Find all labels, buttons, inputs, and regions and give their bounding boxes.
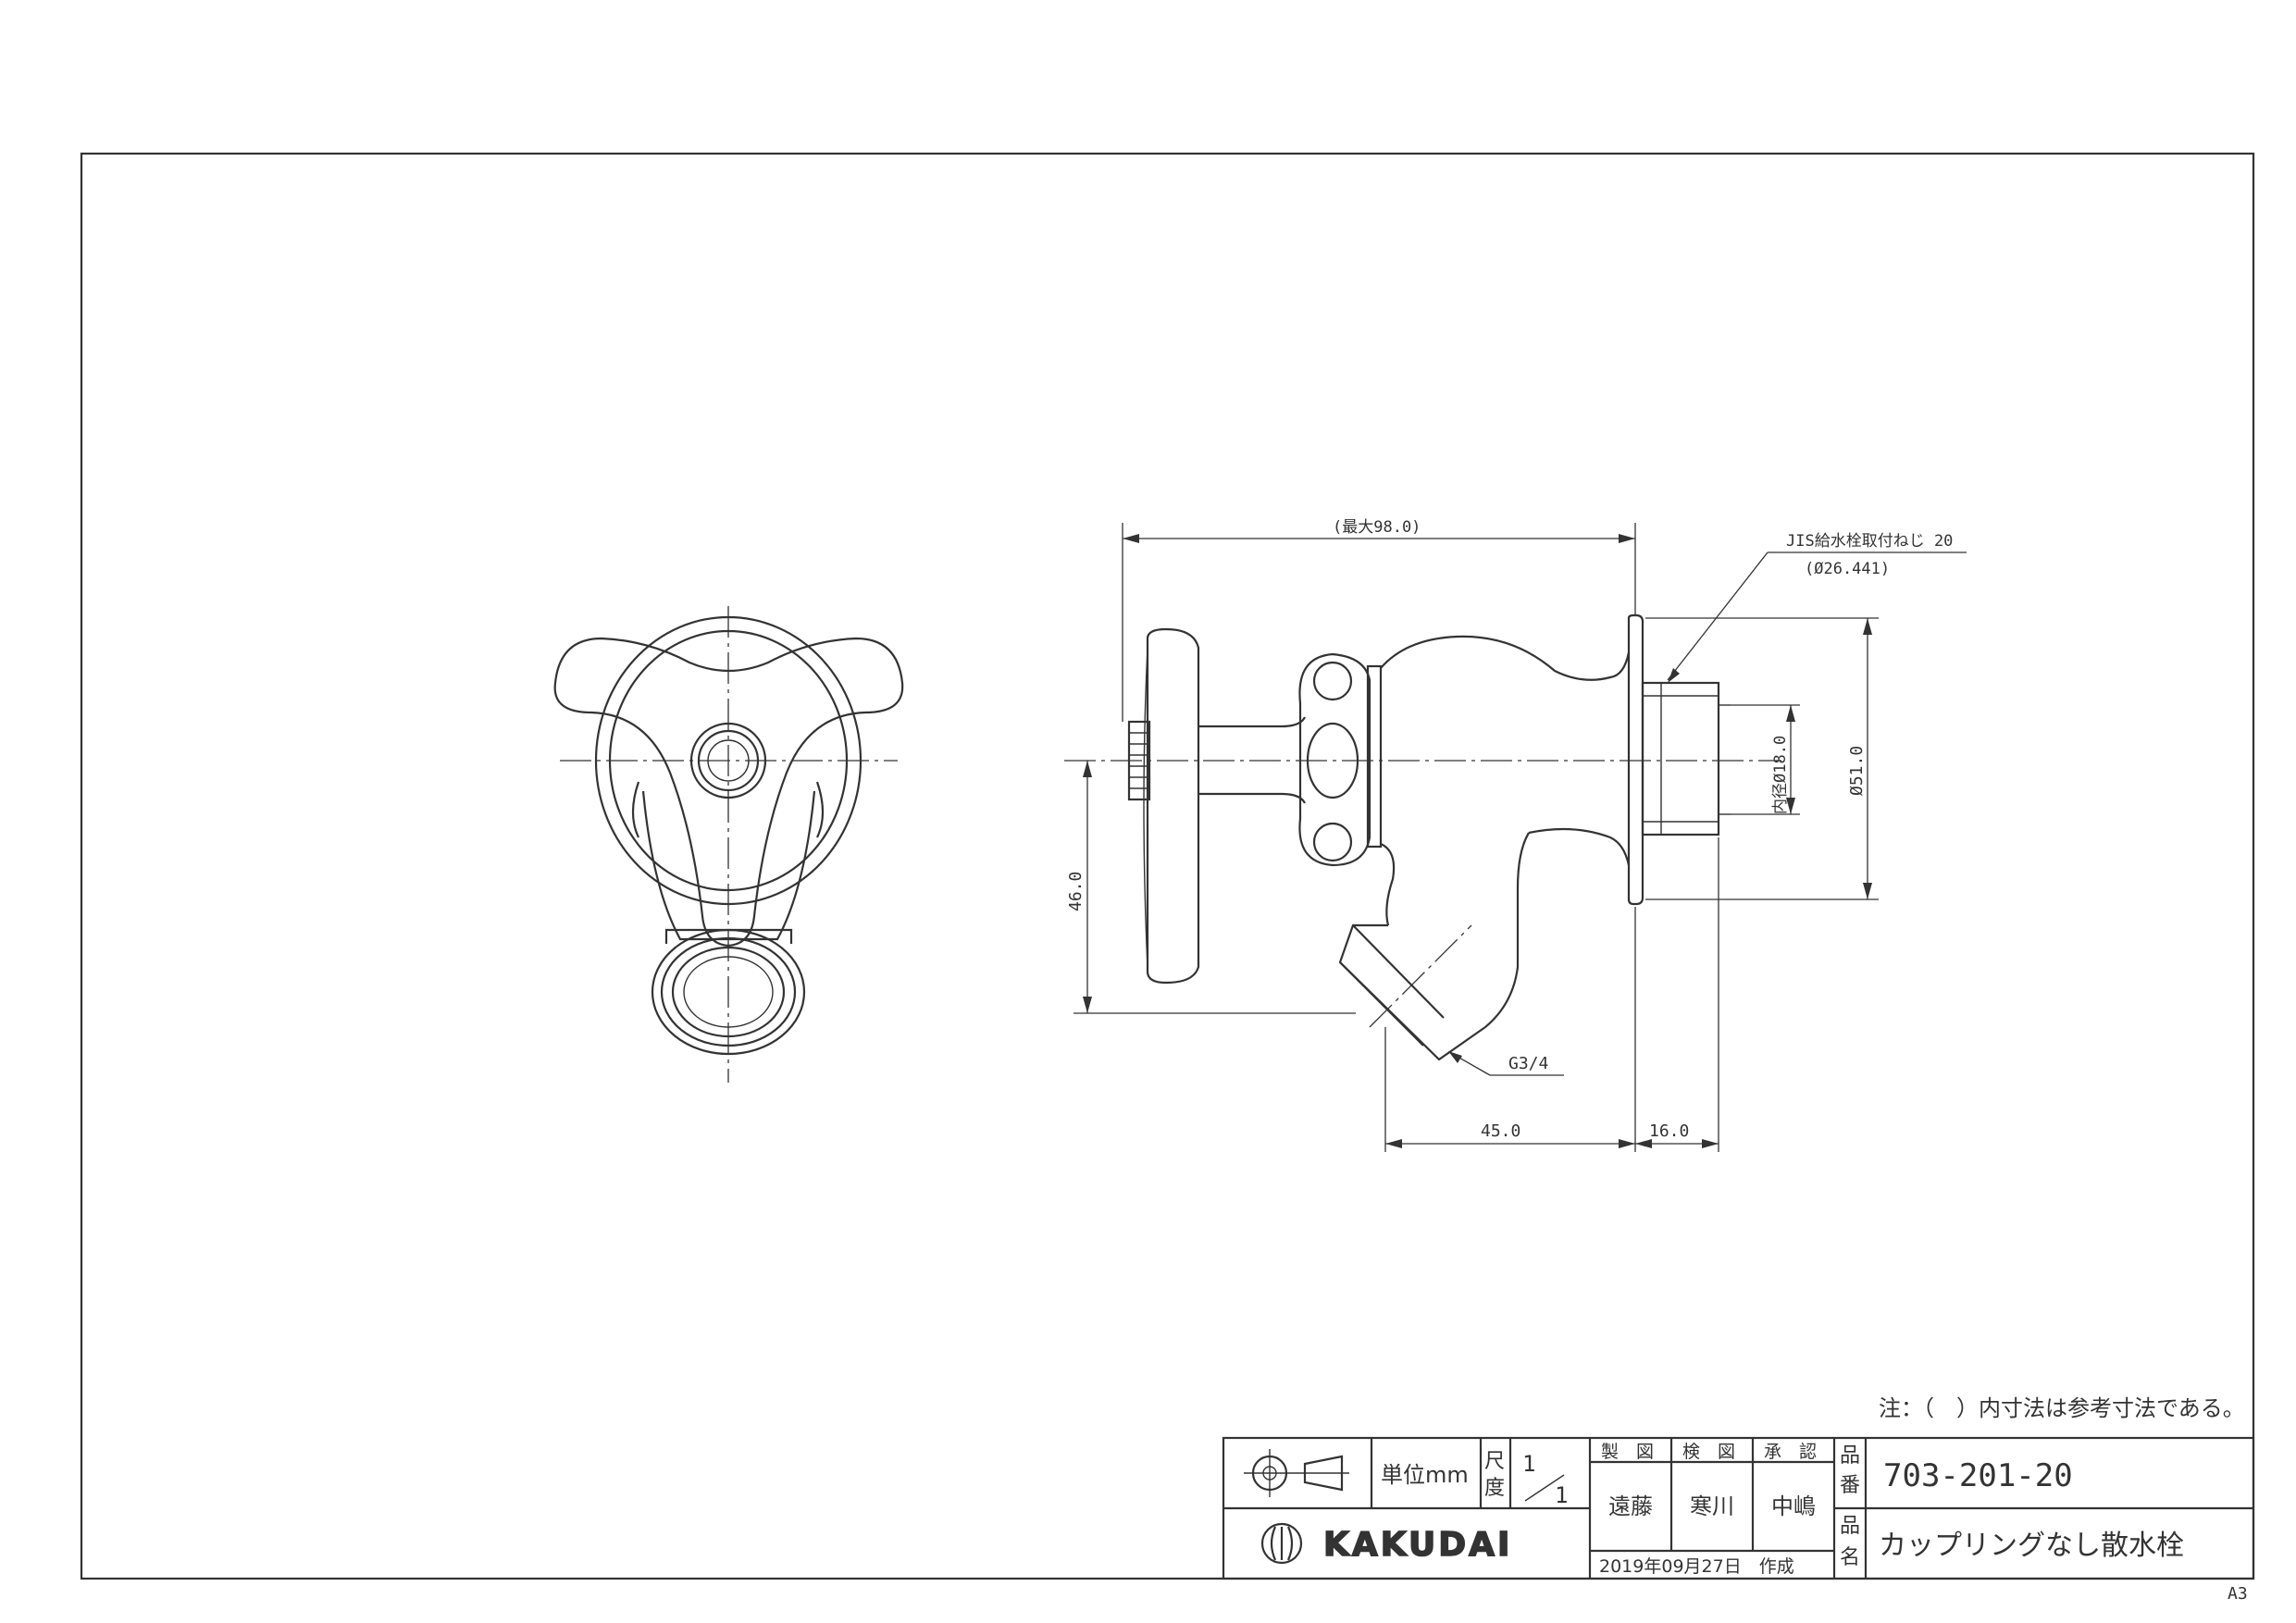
- dim-height: 46.0: [1066, 872, 1086, 911]
- dim-depth: 45.0: [1481, 1121, 1520, 1141]
- scale-numerator: 1: [1522, 1451, 1535, 1477]
- scale-label-1: 尺: [1484, 1450, 1505, 1473]
- dim-thread-dia: (Ø26.441): [1805, 560, 1890, 578]
- handle-outline: [553, 637, 904, 948]
- company-logo: KAKUDAI: [1260, 1522, 1512, 1565]
- name-label-2: 名: [1840, 1546, 1860, 1569]
- dim-outer-dia: Ø51.0: [1847, 746, 1867, 796]
- created-date: 2019年09月27日 作成: [1599, 1556, 1794, 1577]
- checked-label: 検 図: [1682, 1442, 1735, 1462]
- drawn-by: 遠藤: [1608, 1493, 1653, 1519]
- dim-max-length: (最大98.0): [1333, 518, 1421, 537]
- sheet-size: A3: [2228, 1584, 2248, 1604]
- side-view: (最大98.0) JIS給水栓取付ねじ 20 (Ø26.441) 内径Ø18.0…: [1064, 518, 1967, 1152]
- projection-symbol-icon: [1244, 1449, 1349, 1497]
- dim-hose-thread: G3/4: [1508, 1054, 1548, 1073]
- part-number: 703-201-20: [1883, 1457, 2073, 1494]
- product-name: カップリングなし散水栓: [1879, 1530, 2184, 1562]
- part-no-label-2: 番: [1840, 1474, 1860, 1497]
- dim-thread-spec: JIS給水栓取付ねじ 20: [1786, 532, 1953, 551]
- company-name: KAKUDAI: [1323, 1526, 1512, 1564]
- dim-inner-dia: 内径Ø18.0: [1771, 736, 1790, 814]
- name-label-1: 品: [1840, 1515, 1860, 1538]
- dim-thread-len: 16.0: [1649, 1121, 1689, 1141]
- unit-label: 単位mm: [1381, 1462, 1469, 1488]
- scale-denominator: 1: [1555, 1482, 1568, 1508]
- drawn-label: 製 図: [1601, 1442, 1654, 1462]
- title-block: 単位mm 尺 度 1 1 製 図 検 図 承 認 遠藤 寒川 中嶋 品 番 70…: [1222, 1436, 2255, 1580]
- checked-by: 寒川: [1690, 1493, 1734, 1519]
- approved-by: 中嶋: [1771, 1493, 1816, 1519]
- scale-label-2: 度: [1484, 1477, 1505, 1500]
- part-no-label-1: 品: [1840, 1444, 1860, 1468]
- reference-note: 注：（ ）内寸法は参考寸法である。: [1879, 1395, 2245, 1421]
- front-view: [553, 606, 904, 1083]
- drawing-frame: [80, 152, 2255, 1580]
- approved-label: 承 認: [1764, 1442, 1817, 1462]
